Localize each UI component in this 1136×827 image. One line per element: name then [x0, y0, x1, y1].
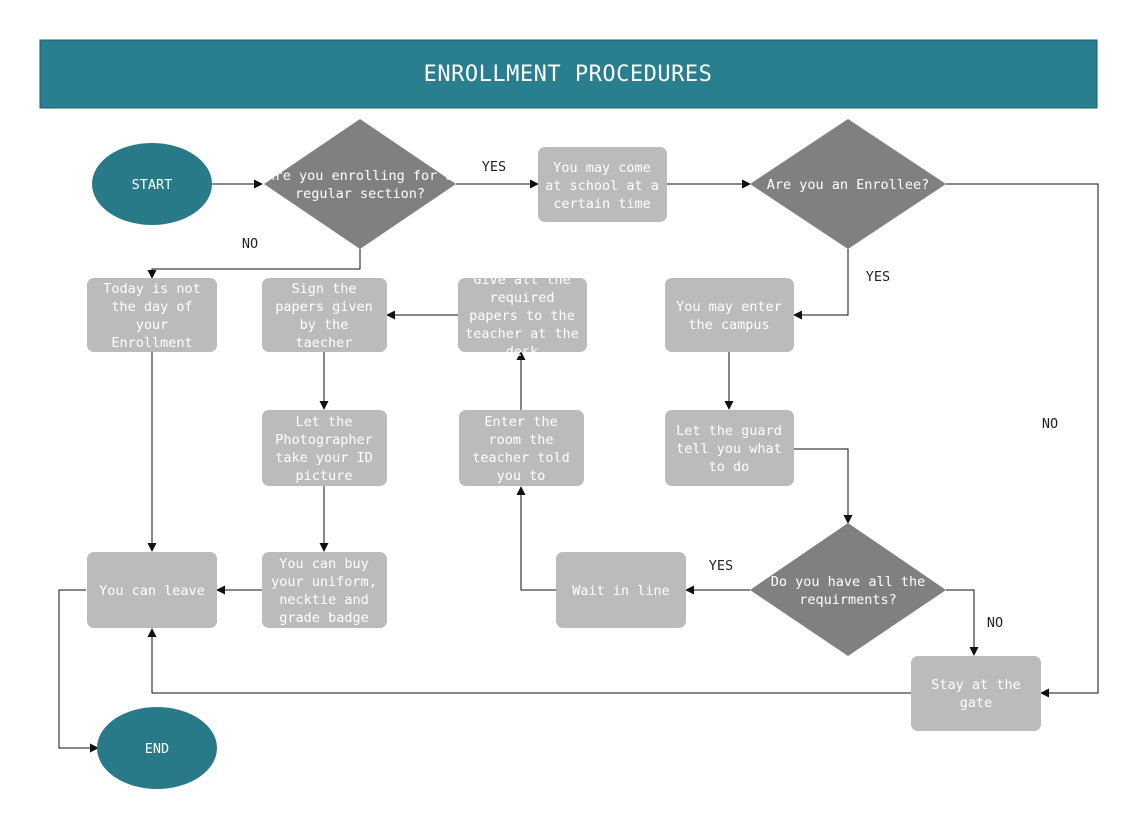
guard-line-2: tell you what [676, 441, 782, 457]
process-sign-papers: Sign the papers given by the taecher [262, 278, 387, 352]
decision-requirements: Do you have all the requirments? [750, 523, 946, 656]
photographer-line-2: Photographer [275, 432, 373, 448]
edge-label-yes-regular: YES [482, 159, 506, 175]
give_papers-line-5: desk [506, 344, 539, 360]
come_school-line-1: You may come [553, 160, 651, 176]
enter_campus-line-2: the campus [688, 317, 769, 333]
process-come-school-text: You may come at school at a certain time [545, 160, 659, 212]
give_papers-line-4: teacher at the [465, 326, 579, 342]
edge-label-no-regular: NO [242, 236, 258, 252]
edge-requirements-no [946, 589, 979, 656]
decision-regular-section-text: Are you enrolling for a regular section? [267, 168, 454, 202]
enter_room-line-4: you to [497, 468, 546, 484]
process-guard-text: Let the guard tell you what to do [676, 423, 782, 475]
edge-gate-to-leave [147, 628, 911, 694]
process-can-leave: You can leave [87, 552, 217, 628]
d_enrollee-line-1: Are you an Enrollee? [767, 177, 930, 193]
edge-label-yes-requirements: YES [709, 558, 733, 574]
buy_uniform-line-1: You can buy [279, 556, 368, 572]
end-label: END [145, 741, 169, 757]
edge-guard-to-requirements [794, 448, 853, 524]
edge-label-yes-enrollee: YES [866, 269, 890, 285]
photographer-line-4: picture [296, 468, 353, 484]
come_school-line-2: at school at a [545, 178, 659, 194]
d_regular-line-1: Are you enrolling for a [267, 168, 454, 184]
not_day-line-4: Enrollment [111, 335, 192, 351]
stay_gate-line-2: gate [960, 695, 993, 711]
d_requirements-line-2: requirments? [799, 592, 897, 608]
photographer-line-3: take your ID [275, 450, 373, 466]
start-node: START [92, 143, 212, 225]
process-sign-papers-text: Sign the papers given by the taecher [275, 281, 373, 351]
process-give-papers-text: Give all the required papers to the teacher… [465, 272, 579, 360]
buy_uniform-line-2: your uniform, [271, 574, 377, 590]
enter_room-line-2: room the [488, 432, 553, 448]
process-enter-room: Enter the room the teacher told you to [459, 410, 584, 486]
process-buy-uniform: You can buy your uniform, necktie and grade… [262, 552, 387, 628]
give_papers-line-2: required [489, 290, 554, 306]
give_papers-line-1: Give all the [473, 272, 571, 288]
enter_campus-line-1: You may enter [676, 299, 782, 315]
process-stay-gate-text: Stay at the gate [931, 677, 1020, 711]
edge-wait-to-room [516, 486, 556, 591]
edge-enrollee-yes [793, 249, 849, 320]
buy_uniform-line-3: necktie and [279, 592, 368, 608]
buy_uniform-line-4: grade badge [279, 610, 368, 626]
process-come-school: You may come at school at a certain time [538, 147, 667, 222]
guard-line-3: to do [709, 459, 750, 475]
start-label: START [132, 177, 173, 193]
come_school-line-3: certain time [553, 196, 651, 212]
edge-leave-to-end [58, 589, 99, 753]
edge-label-no-enrollee: NO [1042, 416, 1058, 432]
enter_room-line-1: Enter the [484, 414, 557, 430]
process-enter-campus-text: You may enter the campus [676, 299, 782, 333]
sign_papers-line-2: papers given [275, 299, 373, 315]
not_day-line-2: the day of [111, 299, 192, 315]
d_requirements-line-1: Do you have all the [771, 574, 925, 590]
d_regular-line-2: regular section? [295, 186, 425, 202]
process-wait-line-text: Wait in line [572, 583, 670, 599]
decision-enrollee-text: Are you an Enrollee? [767, 177, 930, 193]
edge-label-no-requirements: NO [987, 615, 1003, 631]
process-buy-uniform-text: You can buy your uniform, necktie and grade… [271, 556, 377, 626]
stay_gate-line-1: Stay at the [931, 677, 1020, 693]
edge-enrollee-no [946, 183, 1099, 698]
not_day-line-1: Today is not [103, 281, 201, 297]
guard-line-1: Let the guard [676, 423, 782, 439]
enter_room-line-3: teacher told [472, 450, 570, 466]
photographer-line-1: Let the [296, 414, 353, 430]
edge-regular-no [147, 249, 361, 279]
process-guard: Let the guard tell you what to do [665, 410, 794, 486]
decision-regular-section: Are you enrolling for a regular section? [264, 119, 456, 249]
header-banner: ENROLLMENT PROCEDURES [39, 39, 1098, 109]
process-give-papers: Give all the required papers to the teacher… [458, 272, 587, 360]
sign_papers-line-1: Sign the [291, 281, 356, 297]
sign_papers-line-3: by the [300, 317, 349, 333]
give_papers-line-3: papers to the [469, 308, 575, 324]
process-enter-campus: You may enter the campus [665, 278, 794, 352]
end-node: END [97, 707, 217, 789]
process-stay-gate: Stay at the gate [911, 656, 1041, 731]
process-wait-line: Wait in line [556, 552, 686, 628]
wait_line-line-1: Wait in line [572, 583, 670, 599]
page-title: ENROLLMENT PROCEDURES [424, 62, 713, 87]
connectors [58, 179, 1099, 753]
process-can-leave-text: You can leave [99, 583, 205, 599]
process-enter-room-text: Enter the room the teacher told you to [472, 414, 570, 484]
can_leave-line-1: You can leave [99, 583, 205, 599]
sign_papers-line-4: taecher [296, 335, 353, 351]
decision-enrollee: Are you an Enrollee? [750, 119, 946, 249]
decision-requirements-text: Do you have all the requirments? [771, 574, 925, 608]
not_day-line-3: your [136, 317, 169, 333]
